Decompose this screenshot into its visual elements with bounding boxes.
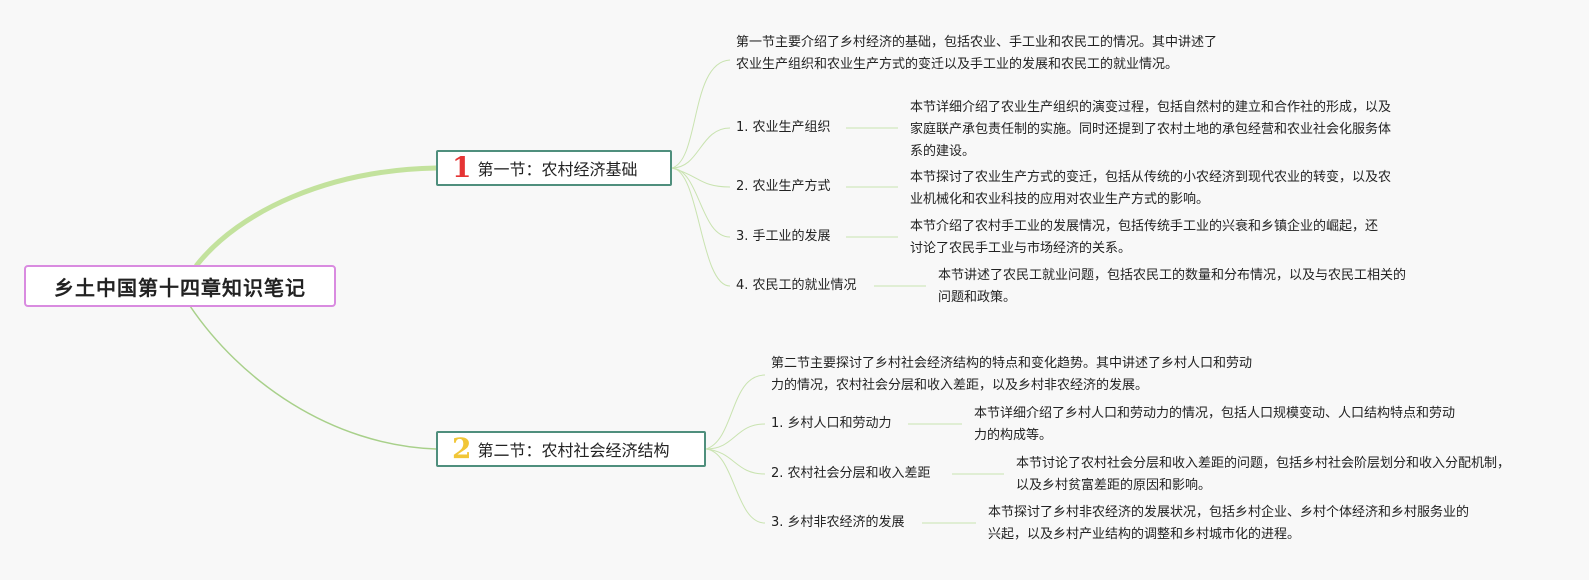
s1-item4-desc[interactable]: 本节讲述了农民工就业问题，包括农民工的数量和分布情况，以及与农民工相关的问题和政… [938, 268, 1407, 305]
section1-summary[interactable]: 第一节主要介绍了乡村经济的基础，包括农业、手工业和农民工的情况。其中讲述了农业生… [736, 35, 1218, 72]
section1-topic[interactable]: 1 第一节：农村经济基础 [436, 150, 672, 186]
section2-summary[interactable]: 第二节主要探讨了乡村社会经济结构的特点和变化趋势。其中讲述了乡村人口和劳动力的情… [771, 356, 1253, 393]
s1-item2-desc[interactable]: 本节探讨了农业生产方式的变迁，包括从传统的小农经济到现代农业的转变，以及农业机械… [910, 170, 1392, 207]
section1-title: 第一节：农村经济基础 [477, 160, 638, 179]
s1-item3-desc[interactable]: 本节介绍了农村手工业的发展情况，包括传统手工业的兴衰和乡镇企业的崛起，还讨论了农… [910, 219, 1379, 256]
s1-item3-label[interactable]: 3. 手工业的发展 [736, 229, 831, 244]
s1-item1-label[interactable]: 1. 农业生产组织 [736, 120, 831, 135]
s1-item2-label[interactable]: 2. 农业生产方式 [736, 179, 831, 194]
root-to-section1-link [194, 165, 437, 268]
s1-item4-label[interactable]: 4. 农民工的就业情况 [736, 278, 857, 293]
s2-item3-label[interactable]: 3. 乡村非农经济的发展 [771, 515, 905, 530]
s1-summary-link [671, 59, 731, 169]
number-one-badge-icon: 1 [452, 151, 472, 184]
root-topic[interactable]: 乡土中国第十四章知识笔记 [24, 265, 336, 307]
s2-summary-link [705, 374, 766, 450]
s2-item2-desc[interactable]: 本节讨论了农村社会分层和收入差距的问题，包括乡村社会阶层划分和收入分配机制，以及… [1016, 456, 1511, 493]
section2-topic[interactable]: 2 第二节：农村社会经济结构 [436, 431, 706, 467]
s2-item2-link [705, 448, 766, 475]
s2-item1-link [705, 423, 766, 450]
s2-item2-label[interactable]: 2. 农村社会分层和收入差距 [771, 466, 931, 481]
s1-item3-link [671, 167, 731, 238]
s1-item1-desc[interactable]: 本节详细介绍了农业生产组织的演变过程，包括自然村的建立和合作社的形成，以及家庭联… [910, 100, 1392, 159]
s1-item4-link [671, 167, 731, 287]
s2-item1-desc[interactable]: 本节详细介绍了乡村人口和劳动力的情况，包括人口规模变动、人口结构特点和劳动力的构… [974, 406, 1456, 443]
number-two-badge-icon: 2 [452, 432, 472, 465]
s1-item1-link [671, 127, 731, 169]
section2-title: 第二节：农村社会经济结构 [477, 441, 670, 460]
root-to-section2-link [189, 305, 437, 450]
s2-item3-link [705, 448, 766, 524]
s2-item3-desc[interactable]: 本节探讨了乡村非农经济的发展状况，包括乡村企业、乡村个体经济和乡村服务业的兴起，… [988, 505, 1470, 542]
s2-item1-label[interactable]: 1. 乡村人口和劳动力 [771, 416, 892, 431]
